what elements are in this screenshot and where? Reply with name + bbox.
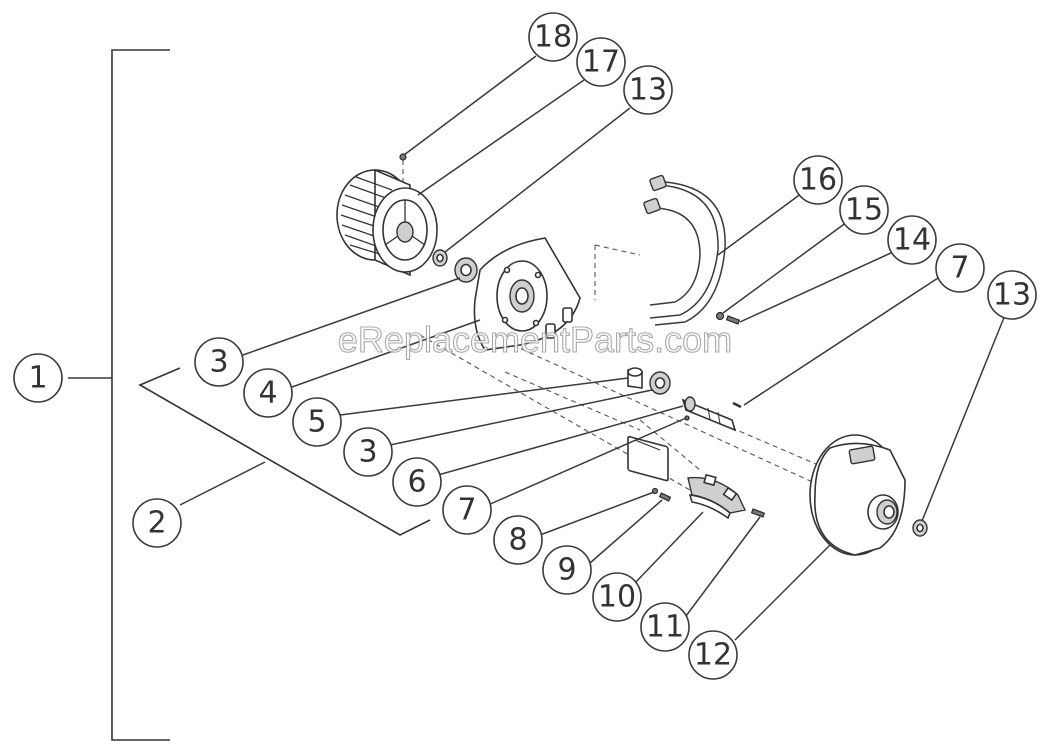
callout-label: 5	[307, 405, 326, 440]
callout-label: 13	[629, 73, 667, 108]
end-nut	[912, 519, 928, 537]
watermark-text: eReplacementParts.com	[338, 319, 732, 360]
bearing-lower	[649, 371, 671, 395]
callout-8: 8	[493, 515, 543, 565]
assembly-bracket	[68, 49, 170, 741]
callout-label: 6	[407, 465, 426, 500]
callout-11: 11	[640, 602, 690, 652]
callout-3-upper: 3	[194, 337, 244, 387]
callout-label: 3	[209, 345, 228, 380]
callout-6: 6	[392, 457, 442, 507]
subassembly-bracket	[138, 367, 431, 536]
assembly-axes	[402, 160, 831, 491]
callout-label: 15	[845, 193, 883, 228]
callout-label: 2	[147, 506, 166, 541]
callout-7-upper: 7	[935, 243, 985, 293]
callout-label: 3	[358, 435, 377, 470]
callout-label: 10	[598, 580, 636, 615]
shaft-key	[732, 401, 742, 409]
callout-label: 1	[28, 361, 47, 396]
callout-15: 15	[839, 185, 889, 235]
callout-9: 9	[542, 545, 592, 595]
callout-16: 16	[793, 155, 843, 205]
callout-label: 7	[950, 251, 969, 286]
callout-12: 12	[688, 630, 738, 680]
callout-label: 11	[646, 610, 684, 645]
harness-screw	[725, 315, 741, 325]
bearing-upper	[454, 257, 478, 283]
callout-label: 12	[694, 638, 732, 673]
wheel-bearing	[432, 249, 448, 267]
callout-3-lower: 3	[343, 427, 393, 477]
sleeve	[627, 367, 643, 389]
callout-label: 16	[799, 163, 837, 198]
brush-clamp	[687, 473, 747, 520]
callout-1: 1	[13, 353, 63, 403]
callout-17: 17	[576, 37, 626, 87]
callout-label: 14	[893, 223, 931, 258]
callout-label: 7	[457, 493, 476, 528]
leader-lines	[242, 55, 1006, 641]
blower-wheel	[336, 168, 438, 277]
callout-7-lower: 7	[442, 485, 492, 535]
callout-label: 13	[993, 278, 1031, 313]
callout-14: 14	[887, 215, 937, 265]
callout-4: 4	[243, 368, 293, 418]
clamp-bolt	[750, 508, 766, 518]
callout-label: 8	[508, 523, 527, 558]
shaft	[681, 396, 737, 432]
callout-13-upper: 13	[623, 65, 673, 115]
callout-label: 17	[582, 45, 620, 80]
wire-harness	[627, 174, 726, 482]
callout-label: 4	[258, 376, 277, 411]
motor-cover	[809, 434, 906, 556]
callout-10: 10	[592, 572, 642, 622]
sensor-screw	[715, 311, 725, 321]
callout-5: 5	[292, 397, 342, 447]
callout-2: 2	[132, 498, 182, 548]
callout-label: 9	[557, 553, 576, 588]
callout-label: 18	[534, 20, 572, 55]
callout-18: 18	[528, 12, 578, 62]
clamp-screw	[658, 492, 672, 502]
callout-13-lower: 13	[987, 270, 1037, 320]
motor-end-plate	[473, 237, 581, 351]
